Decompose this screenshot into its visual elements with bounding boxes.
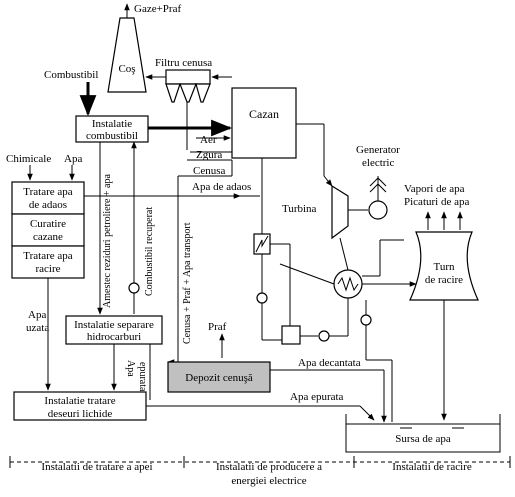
tratare-adaos-label-2: de adaos — [29, 199, 67, 211]
depozit-cenusa-label: Depozit cenuşă — [185, 372, 253, 384]
turn-label-2: de racire — [425, 274, 463, 286]
curatire-label-1: Curatire — [30, 218, 66, 230]
apa-uzata-label-1: Apa — [28, 309, 46, 321]
generator — [368, 176, 388, 220]
picaturi-label: Picaturi de apa — [404, 196, 469, 208]
separare-label-2: hidrocarburi — [87, 331, 141, 343]
turbine-to-condenser — [339, 237, 349, 271]
tratare-deseuri-label-2: deseuri lichide — [48, 408, 113, 420]
curatire-label-2: cazane — [33, 231, 63, 243]
cenusa-label: Cenusa — [193, 165, 226, 177]
condensate-pump-icon — [318, 330, 330, 342]
section-divider-bar — [9, 456, 511, 468]
instalatie-combustibil-label-1: Instalatie — [92, 118, 132, 130]
sursa-apa-label: Sursa de apa — [395, 433, 451, 445]
separare-label-1: Instalatie separare — [74, 319, 154, 331]
tratare-adaos-label-1: Tratare apa — [23, 186, 72, 198]
combustibil-recuperat-label: Combustibil recuperat — [144, 207, 155, 296]
cooling-tower: Turn de racire — [409, 231, 479, 301]
chimney-label: Coş — [118, 63, 135, 75]
section-producere-label-2: energiei electrice — [231, 475, 306, 487]
filtru-cenusa-label: Filtru cenusa — [155, 57, 212, 69]
tratare-racire-label-2: racire — [35, 263, 60, 275]
apa-epurata-vertical-1: Apa — [125, 360, 136, 377]
section-racire-label: Instalatii de racire — [392, 461, 472, 473]
generator-label-2: electric — [362, 157, 394, 169]
combustibil-label: Combustibil — [44, 69, 98, 81]
praf-label: Praf — [208, 321, 227, 333]
liquid-waste-treatment-box: Instalatie tratare deseuri lichide — [13, 391, 147, 421]
ash-filter — [165, 69, 211, 103]
tratare-deseuri-label-1: Instalatie tratare — [44, 395, 115, 407]
water-treatment-stack: Tratare apa de adaos Curatire cazane Tra… — [11, 181, 85, 279]
vapori-label: Vapori de apa — [404, 183, 465, 195]
fuel-installation-box: Instalatie combustibil — [75, 115, 149, 143]
instalatie-combustibil-label-2: combustibil — [86, 130, 138, 142]
cazan-label: Cazan — [249, 107, 279, 121]
hydrocarbon-separator-box: Instalatie separare hidrocarburi — [65, 315, 163, 345]
generator-label-1: Generator — [356, 144, 400, 156]
zgura-label: Zgura — [196, 149, 222, 161]
apa-epurata-vertical-2: epurata — [137, 362, 148, 392]
chimney: Coş — [107, 17, 147, 93]
tratare-racire-label-1: Tratare apa — [23, 250, 72, 262]
apa-uzata-label-2: uzata — [26, 322, 49, 334]
turbina-label: Turbina — [282, 203, 317, 215]
aer-label: Aer — [200, 134, 217, 146]
cooling-pump-icon — [360, 314, 372, 326]
steam-to-turbine — [323, 175, 333, 187]
recovered-fuel-pump-icon — [128, 282, 140, 294]
section-producere-label-1: Instalatii de producere a — [216, 461, 322, 473]
water-source-basin: Sursa de apa — [345, 414, 501, 453]
gaze-praf-label: Gaze+Praf — [134, 3, 181, 15]
heat-exchanger-icon — [253, 233, 271, 255]
apa-decantata-label: Apa decantata — [298, 357, 361, 369]
ash-deposit-box: Depozit cenuşă — [167, 361, 271, 393]
condenser-bypass — [279, 263, 335, 285]
feed-pump-icon — [256, 292, 268, 304]
chimicale-label: Chimicale — [6, 153, 51, 165]
turbine — [331, 184, 368, 240]
amestec-reziduri-label: Amestec reziduri petroliere + apa — [102, 174, 113, 308]
section-tratare-label: Instalatii de tratare a apei — [41, 461, 152, 473]
apa-epurata-label: Apa epurata — [290, 391, 344, 403]
condenser-icon — [333, 269, 363, 299]
apa-de-adaos-label: Apa de adaos — [192, 181, 251, 193]
apa-top-label: Apa — [64, 153, 82, 165]
boiler-box: Cazan — [231, 87, 297, 159]
cenusa-praf-apa-label: Cenusa + Praf + Apa transport — [182, 222, 193, 344]
treated-water-arrowhead — [359, 405, 375, 421]
deaerator-box — [281, 325, 301, 345]
turn-label-1: Turn — [434, 261, 455, 273]
